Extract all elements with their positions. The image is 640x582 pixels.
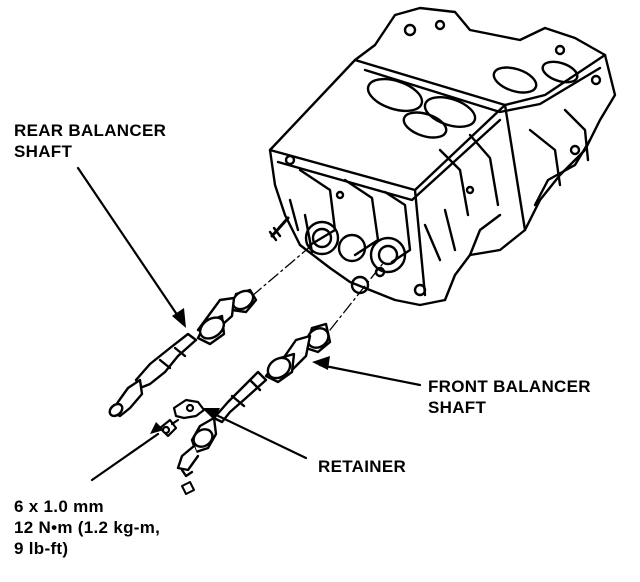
front-balancer-shaft-label: FRONT BALANCER SHAFT — [428, 376, 591, 418]
rear-balancer-shaft-label-line1: REAR BALANCER — [14, 121, 167, 140]
bolt-torque-lbft-text: 9 lb-ft) — [14, 539, 69, 558]
bolt-spec-label: 6 x 1.0 mm 12 N•m (1.2 kg-m, 9 lb-ft) — [14, 496, 160, 559]
rear-balancer-shaft — [108, 288, 258, 418]
front-balancer-shaft-label-line2: SHAFT — [428, 398, 487, 417]
leader-lines — [76, 166, 422, 482]
retainer-bolt — [158, 418, 180, 438]
retainer-label: RETAINER — [318, 456, 406, 477]
engine-block — [268, 6, 617, 307]
bolt-size-text: 6 x 1.0 mm — [14, 497, 104, 516]
front-shaft-centerline — [329, 261, 385, 331]
front-balancer-shaft-label-line1: FRONT BALANCER — [428, 377, 591, 396]
rear-balancer-shaft-label-line2: SHAFT — [14, 142, 73, 161]
leader-arrowheads — [150, 308, 330, 434]
rear-balancer-shaft-label: REAR BALANCER SHAFT — [14, 120, 166, 162]
front-balancer-shaft — [176, 322, 332, 478]
rear-shaft-centerline — [251, 239, 319, 297]
woodruff-key — [181, 481, 195, 495]
bolt-torque-text: 12 N•m (1.2 kg-m, — [14, 518, 161, 537]
retainer-plate — [172, 398, 206, 420]
retainer-label-text: RETAINER — [318, 457, 407, 476]
